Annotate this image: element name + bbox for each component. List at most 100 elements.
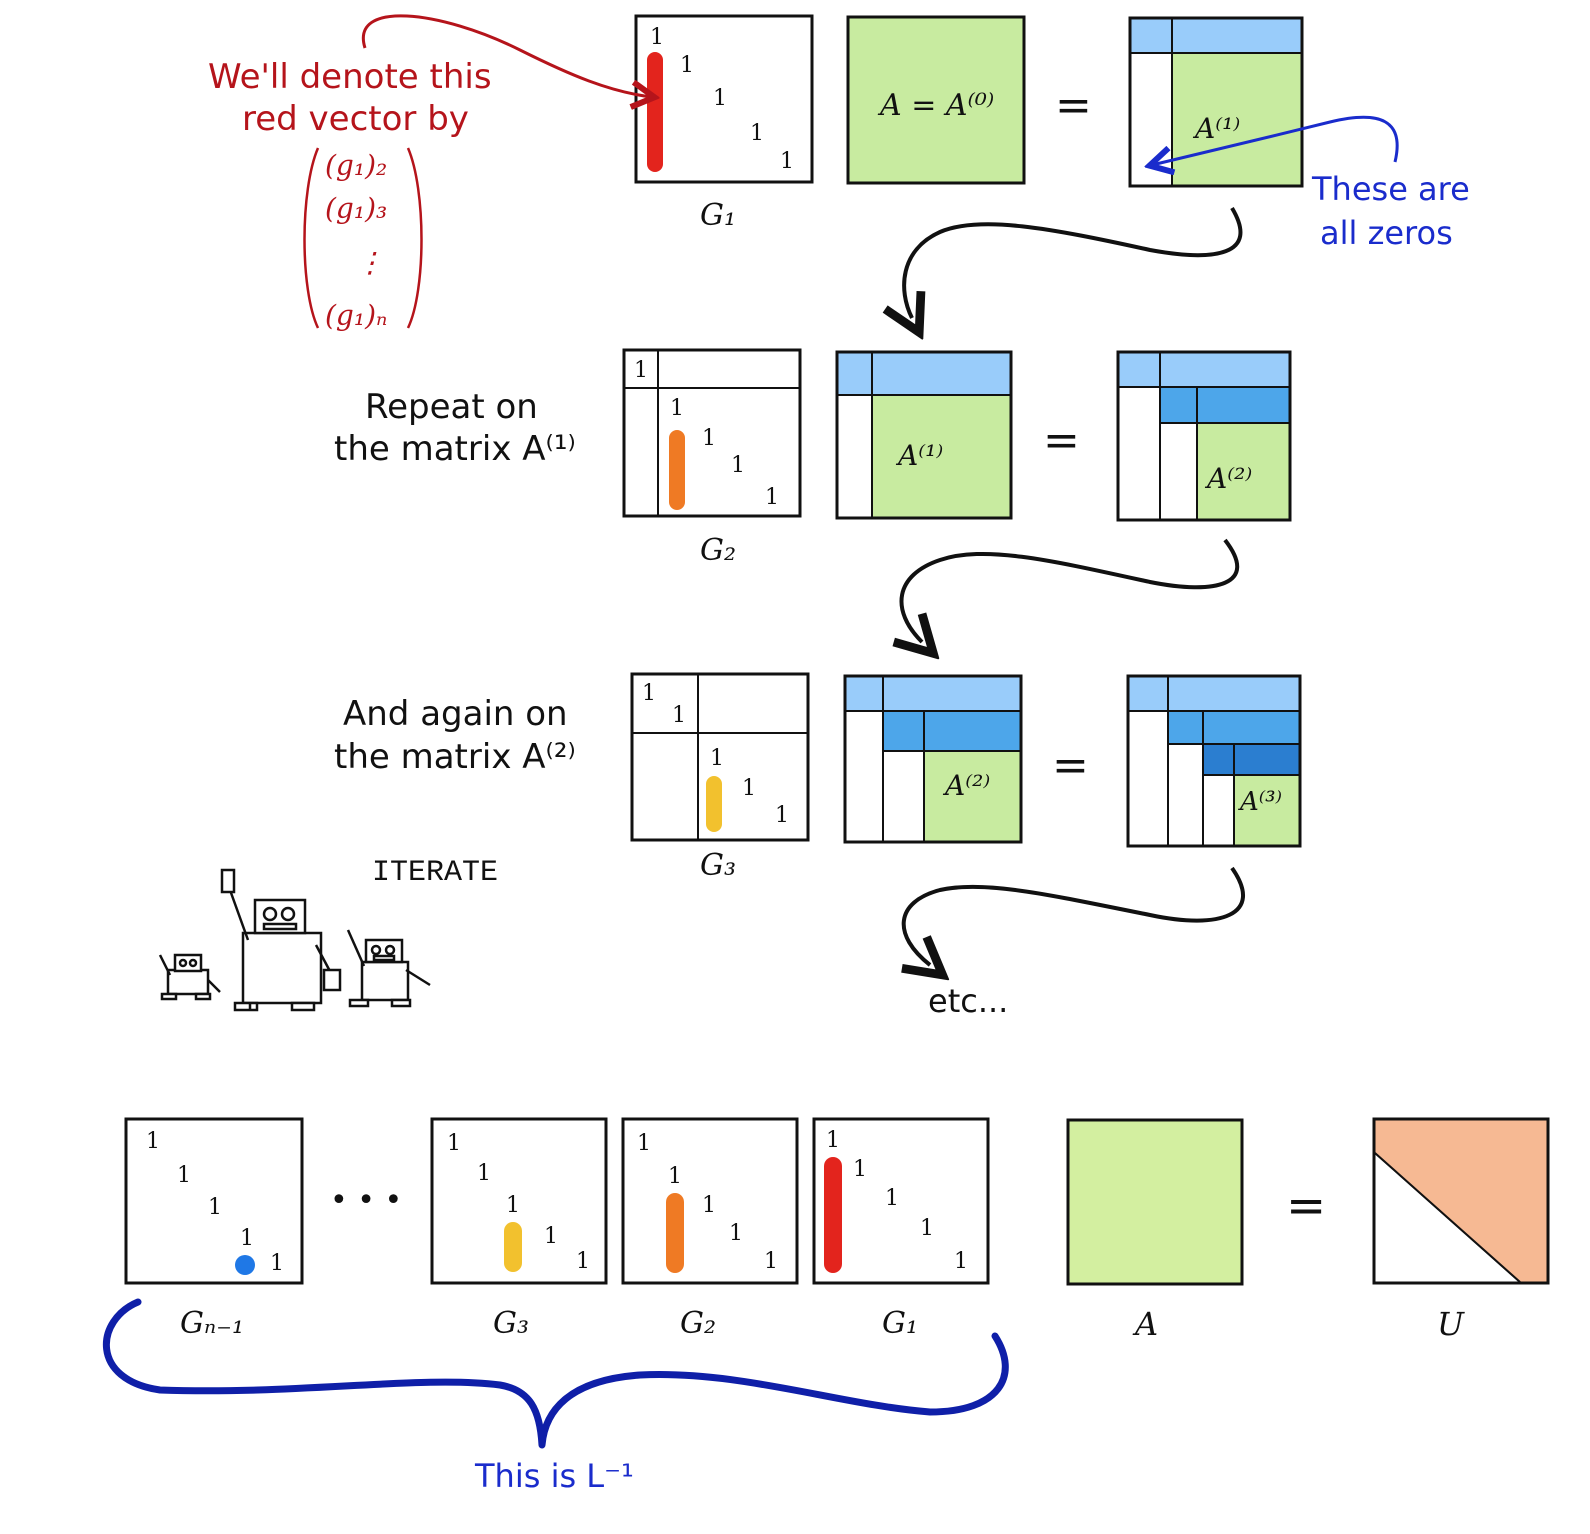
g1-bottom-label: G₁	[882, 1306, 918, 1341]
diagonal-one: 1	[702, 1193, 716, 1218]
diagonal-one: 1	[780, 149, 794, 174]
blue-dot	[235, 1255, 255, 1275]
a-matrix	[1066, 1118, 1244, 1286]
equals-sign: =	[1286, 1178, 1326, 1234]
diagonal-one: 1	[208, 1195, 222, 1220]
a1-result-matrix: A⁽¹⁾	[1128, 16, 1304, 188]
diagonal-one: 1	[544, 1224, 558, 1249]
a0-matrix: A = A⁽⁰⁾	[846, 15, 1026, 185]
diagonal-one: 1	[680, 53, 694, 78]
g2-matrix: 1 1 1 1 1	[622, 348, 802, 518]
g3-matrix: 1 1 1 1 1	[630, 672, 810, 842]
red-vector-bar	[824, 1157, 842, 1273]
g1-bottom-matrix: 1 1 1 1 1	[812, 1117, 990, 1285]
diagonal-one: 1	[764, 1249, 778, 1274]
red-vector-bar	[647, 52, 663, 172]
diagonal-one: 1	[954, 1249, 968, 1274]
red-note-line1: We'll denote this	[208, 57, 492, 97]
diagonal-one: 1	[670, 396, 684, 421]
u-label: U	[1437, 1305, 1465, 1343]
diagonal-one: 1	[642, 681, 656, 706]
repeat-note-line1: Repeat on	[365, 387, 538, 427]
svg-text:(g₁)₃: (g₁)₃	[325, 192, 387, 225]
flow-arrow-3	[904, 866, 1245, 965]
diagonal-one: 1	[634, 358, 648, 383]
diagonal-one: 1	[826, 1128, 840, 1153]
repeat-note-line2: the matrix A⁽¹⁾	[334, 429, 576, 469]
diagonal-one: 1	[710, 746, 724, 771]
equals-sign: =	[1055, 80, 1092, 131]
iterate-label: ITERATE	[372, 856, 498, 890]
orange-vector-bar	[666, 1193, 684, 1273]
diagonal-one: 1	[650, 25, 664, 50]
diagonal-one: 1	[672, 703, 686, 728]
a-label: A	[1132, 1305, 1158, 1343]
a3-result-matrix: A⁽³⁾	[1126, 674, 1302, 848]
a0-label: A = A⁽⁰⁾	[877, 88, 994, 123]
a1-matrix-row2: A⁽¹⁾	[835, 350, 1013, 520]
u-matrix	[1372, 1117, 1550, 1285]
diagonal-one: 1	[447, 1131, 461, 1156]
red-annotation-arrow	[361, 14, 652, 97]
diagonal-one: 1	[775, 803, 789, 828]
diagonal-one: 1	[729, 1221, 743, 1246]
diagonal-one: 1	[240, 1226, 254, 1251]
svg-text:A⁽²⁾: A⁽²⁾	[1204, 462, 1252, 495]
ellipsis-dots: • • •	[330, 1183, 402, 1218]
gn1-matrix: 1 1 1 1 1	[124, 1117, 304, 1285]
robots-illustration	[158, 868, 431, 1012]
g1-label: G₁	[700, 198, 736, 233]
red-vector-notation: (g₁)₂ (g₁)₃ ⋮ (g₁)ₙ	[303, 147, 423, 332]
diagonal-one: 1	[731, 453, 745, 478]
a2-result-matrix: A⁽²⁾	[1116, 350, 1292, 522]
diagonal-one: 1	[920, 1216, 934, 1241]
again-note-line1: And again on	[343, 694, 568, 734]
zeros-arrow	[1152, 115, 1399, 165]
svg-text:(g₁)ₙ: (g₁)ₙ	[325, 299, 387, 332]
g3-bottom-matrix: 1 1 1 1 1	[430, 1117, 608, 1285]
g2-label: G₂	[700, 533, 736, 568]
g2-bottom-label: G₂	[680, 1306, 716, 1341]
diagonal-one: 1	[702, 426, 716, 451]
svg-text:⋮: ⋮	[356, 246, 384, 279]
g1-matrix: 1 1 1 1 1	[634, 14, 814, 184]
diagonal-one: 1	[885, 1186, 899, 1211]
diagonal-one: 1	[177, 1163, 191, 1188]
svg-text:A⁽¹⁾: A⁽¹⁾	[895, 439, 943, 472]
red-note-line2: red vector by	[242, 99, 469, 139]
orange-vector-bar	[669, 430, 685, 510]
l-inverse-brace	[103, 1298, 1009, 1449]
yellow-vector-bar	[504, 1222, 522, 1272]
l-inverse-label: This is L⁻¹	[474, 1457, 634, 1495]
diagonal-one: 1	[270, 1251, 284, 1276]
g3-bottom-label: G₃	[493, 1306, 529, 1341]
flow-arrow-2	[901, 538, 1240, 642]
g3-label: G₃	[700, 848, 736, 883]
diagonal-one: 1	[765, 485, 779, 510]
gn1-label: Gₙ₋₁	[180, 1306, 244, 1341]
g2-bottom-matrix: 1 1 1 1 1	[621, 1117, 799, 1285]
diagonal-one: 1	[853, 1157, 867, 1182]
equals-sign: =	[1043, 415, 1080, 466]
diagonal-one: 1	[742, 776, 756, 801]
diagonal-one: 1	[750, 121, 764, 146]
etc-label: etc...	[928, 982, 1008, 1020]
a2-matrix-row3: A⁽²⁾	[843, 674, 1023, 844]
diagonal-one: 1	[637, 1131, 651, 1156]
svg-text:(g₁)₂: (g₁)₂	[325, 149, 387, 182]
flow-arrow-1	[904, 206, 1243, 318]
diagonal-one: 1	[713, 86, 727, 111]
again-note-line2: the matrix A⁽²⁾	[334, 737, 576, 777]
equals-sign: =	[1052, 740, 1089, 791]
zeros-note-line2: all zeros	[1320, 214, 1453, 252]
diagonal-one: 1	[146, 1129, 160, 1154]
diagonal-one: 1	[506, 1193, 520, 1218]
diagonal-one: 1	[668, 1164, 682, 1189]
zeros-note-line1: These are	[1311, 170, 1470, 208]
yellow-vector-bar	[706, 776, 722, 832]
diagonal-one: 1	[477, 1161, 491, 1186]
svg-text:A⁽³⁾: A⁽³⁾	[1238, 787, 1282, 817]
svg-text:A⁽²⁾: A⁽²⁾	[942, 769, 990, 802]
